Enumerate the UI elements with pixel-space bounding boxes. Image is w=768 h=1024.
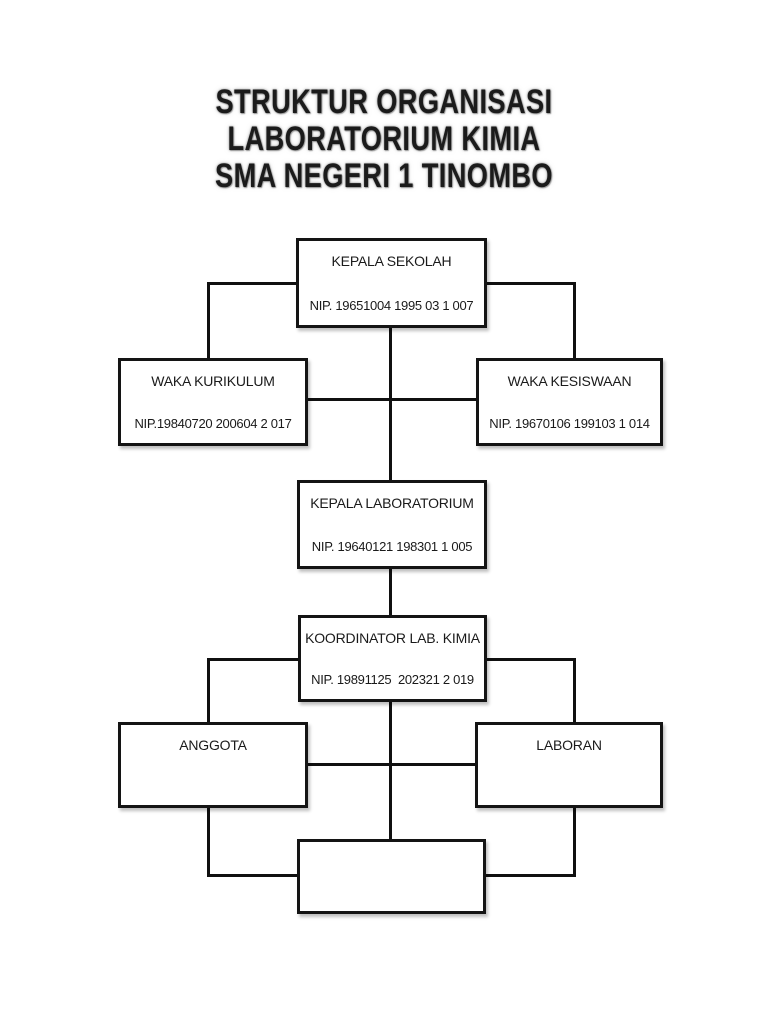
org-node-title: ANGGOTA [179, 737, 247, 753]
org-node-laboran: LABORAN [475, 722, 663, 808]
org-node-koordinator-lab-kimia: KOORDINATOR LAB. KIMIA NIP. 19891125 202… [298, 615, 487, 702]
org-node-kepala-sekolah: KEPALA SEKOLAH NIP. 19651004 1995 03 1 0… [296, 238, 487, 328]
org-node-title: LABORAN [536, 737, 602, 753]
org-node-kotak-kosong-bawah [297, 839, 486, 914]
org-node-title: KOORDINATOR LAB. KIMIA [305, 630, 480, 646]
org-node-nip: NIP. 19640121 198301 1 005 [311, 539, 473, 554]
connector-kepalasekolah-wakakesiswaan-horizontal [486, 282, 576, 285]
connector-koordinator-laboran-horizontal [486, 658, 575, 661]
connector-koordinator-laboran-vertical [573, 658, 576, 723]
org-node-nip: NIP. 19651004 1995 03 1 007 [309, 298, 474, 313]
org-node-title: KEPALA LABORATORIUM [310, 495, 474, 511]
connector-kepalasekolah-wakakurikulum-vertical [207, 282, 210, 359]
org-node-title: WAKA KESISWAAN [507, 373, 632, 389]
connector-anggota-kotakbawah-horizontal [207, 874, 298, 877]
org-node-nip: NIP.19840720 200604 2 017 [134, 416, 292, 431]
page-title: STRUKTUR ORGANISASI LABORATORIUM KIMIA S… [0, 84, 768, 195]
connector-laboran-kotakbawah-horizontal [486, 874, 576, 877]
page-title-line-2: LABORATORIUM KIMIA [227, 120, 541, 158]
org-node-anggota: ANGGOTA [118, 722, 308, 808]
connector-anggota-laboran [307, 763, 476, 766]
org-node-nip: NIP. 19670106 199103 1 014 [489, 416, 650, 431]
connector-kepalasekolah-wakakurikulum-horizontal [207, 282, 297, 285]
connector-koordinator-anggota-vertical [207, 658, 210, 723]
connector-kepalasekolah-wakakesiswaan-vertical [573, 282, 576, 359]
page-title-line-3: SMA NEGERI 1 TINOMBO [215, 157, 553, 195]
connector-anggota-kotakbawah-vertical [207, 807, 210, 877]
page-title-line-1: STRUKTUR ORGANISASI [215, 83, 553, 121]
connector-wakakurikulum-wakakesiswaan [307, 398, 477, 401]
org-node-title: WAKA KURIKULUM [151, 373, 275, 389]
connector-koordinator-kotakbawah [389, 701, 392, 840]
org-node-waka-kurikulum: WAKA KURIKULUM NIP.19840720 200604 2 017 [118, 358, 308, 446]
org-node-title: KEPALA SEKOLAH [331, 253, 452, 269]
org-node-nip: NIP. 19891125 202321 2 019 [311, 672, 474, 687]
org-node-waka-kesiswaan: WAKA KESISWAAN NIP. 19670106 199103 1 01… [476, 358, 663, 446]
connector-kepalasekolah-kepalalaboratorium [389, 327, 392, 481]
connector-laboran-kotakbawah-vertical [573, 807, 576, 877]
connector-kepalalaboratorium-koordinator [389, 568, 392, 616]
org-node-kepala-laboratorium: KEPALA LABORATORIUM NIP. 19640121 198301… [297, 480, 487, 569]
connector-koordinator-anggota-horizontal [207, 658, 299, 661]
